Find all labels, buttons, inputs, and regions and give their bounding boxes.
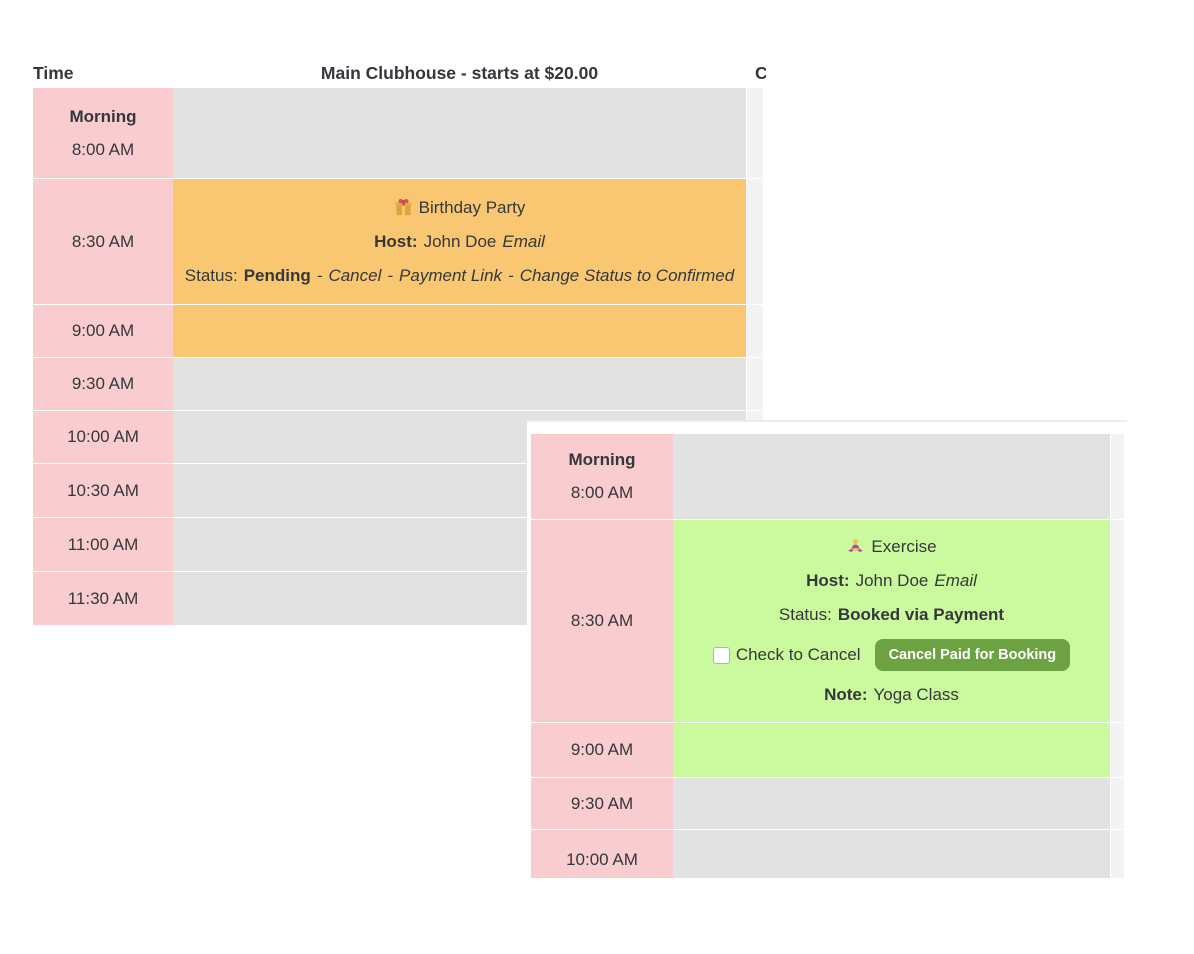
next-venue-stub-cell [1111, 778, 1124, 829]
note-label: Note: [824, 685, 868, 704]
event-exercise-continuation [673, 723, 1110, 777]
time-label: 10:30 AM [67, 480, 139, 500]
check-to-cancel-label: Check to Cancel [735, 645, 861, 664]
next-venue-stub-cell [1111, 830, 1124, 878]
schedule-header-row: Time Main Clubhouse - starts at $20.00 C [33, 59, 766, 88]
time-cell-9-30: 9:30 AM [531, 778, 673, 829]
next-venue-stub-cell [747, 358, 763, 410]
event-cancel-line: Check to Cancel Cancel Paid for Booking [712, 639, 1071, 671]
time-label: 9:00 AM [71, 321, 135, 340]
event-note-line: Note: Yoga Class [824, 685, 959, 705]
slot-9-30-empty[interactable] [173, 358, 746, 410]
event-birthday-party-continuation [173, 305, 746, 357]
time-cell-8-30: 8:30 AM [531, 520, 673, 722]
host-name: John Doe [423, 231, 497, 251]
cancel-paid-booking-button[interactable]: Cancel Paid for Booking [874, 639, 1071, 671]
period-label: Morning [69, 106, 137, 126]
check-to-cancel-checkbox[interactable] [712, 646, 730, 664]
change-status-to-confirmed-link[interactable]: Change Status to Confirmed [519, 265, 735, 285]
row-9-30: 9:30 AM [531, 778, 1127, 829]
host-label: Host: [374, 231, 418, 251]
event-exercise: Exercise Host: John Doe Email Status: Bo… [673, 520, 1110, 722]
email-link[interactable]: Email [502, 231, 545, 251]
status-label: Status: [778, 605, 832, 624]
next-venue-stub-cell [747, 88, 763, 178]
event-title-line: Exercise [846, 537, 937, 557]
event-title-line: Birthday Party [394, 197, 526, 218]
slot-8-00-empty[interactable] [673, 434, 1110, 519]
next-venue-stub-cell [1111, 723, 1124, 777]
schedule-table-overlay: Morning 8:00 AM 8:30 AM Exercise H [527, 420, 1127, 878]
row-8-00: Morning 8:00 AM [531, 434, 1127, 519]
slot-10-00-empty[interactable] [673, 830, 1110, 878]
time-cell-9-00: 9:00 AM [33, 305, 173, 357]
host-name: John Doe [855, 571, 929, 590]
event-host-line: Host: John Doe Email [806, 571, 977, 591]
time-cell-morning-8-00: Morning 8:00 AM [531, 434, 673, 519]
separator: - [508, 265, 514, 285]
row-10-00: 10:00 AM [531, 830, 1127, 878]
gift-icon [394, 198, 413, 217]
person-in-lotus-icon [846, 538, 865, 557]
time-label: 9:00 AM [570, 740, 634, 759]
note-value: Yoga Class [873, 685, 959, 704]
host-label: Host: [806, 571, 850, 590]
status-value: Booked via Payment [837, 605, 1005, 624]
next-venue-stub-cell [747, 305, 763, 357]
next-venue-stub-cell [1111, 520, 1124, 722]
time-cell-8-30: 8:30 AM [33, 179, 173, 304]
next-venue-column-header-clipped: C [755, 63, 766, 83]
event-title: Exercise [871, 537, 937, 556]
time-label: 8:00 AM [570, 483, 634, 502]
time-label: 8:30 AM [570, 611, 634, 630]
time-cell-11-00: 11:00 AM [33, 518, 173, 571]
time-label: 8:00 AM [71, 139, 135, 159]
payment-link[interactable]: Payment Link [399, 265, 503, 285]
slot-8-00-empty[interactable] [173, 88, 746, 178]
time-cell-9-30: 9:30 AM [33, 358, 173, 410]
time-label: 9:30 AM [570, 793, 634, 813]
next-venue-stub-cell [1111, 434, 1124, 519]
time-cell-10-30: 10:30 AM [33, 464, 173, 517]
next-venue-stub-cell [747, 179, 763, 304]
email-link[interactable]: Email [934, 571, 977, 590]
time-label: 11:00 AM [67, 534, 139, 554]
time-label: 10:00 AM [67, 427, 139, 446]
slot-9-30-empty[interactable] [673, 778, 1110, 829]
event-status-line: Status: Booked via Payment [779, 605, 1004, 625]
row-8-30: 8:30 AM Exercise Host: John Doe Email St… [531, 520, 1127, 722]
time-cell-11-30: 11:30 AM [33, 572, 173, 625]
row-8-30: 8:30 AM Birthday Party Host: John Doe Em… [33, 179, 766, 304]
venue-column-header: Main Clubhouse - starts at $20.00 [320, 63, 599, 83]
separator: - [387, 265, 394, 285]
row-8-00: Morning 8:00 AM [33, 88, 766, 178]
separator: - [316, 265, 323, 285]
event-birthday-party: Birthday Party Host: John Doe Email Stat… [173, 179, 746, 304]
time-cell-morning-8-00: Morning 8:00 AM [33, 88, 173, 178]
row-9-30: 9:30 AM [33, 358, 766, 410]
time-cell-10-00: 10:00 AM [531, 830, 673, 878]
time-label: 8:30 AM [71, 231, 135, 251]
time-label: 11:30 AM [67, 588, 139, 608]
status-value: Pending [243, 265, 311, 285]
row-9-00: 9:00 AM [531, 723, 1127, 777]
time-cell-9-00: 9:00 AM [531, 723, 673, 777]
event-title: Birthday Party [418, 197, 526, 217]
event-status-line: Status: Pending - Cancel - Payment Link … [185, 266, 734, 286]
event-host-line: Host: John Doe Email [374, 232, 545, 252]
status-label: Status: [184, 265, 238, 285]
time-cell-10-00: 10:00 AM [33, 411, 173, 463]
schedule-table-main-clubhouse: Time Main Clubhouse - starts at $20.00 C… [33, 59, 766, 626]
time-column-header: Time [33, 63, 74, 83]
time-label: 10:00 AM [566, 850, 638, 869]
cancel-link[interactable]: Cancel [328, 265, 382, 285]
row-9-00: 9:00 AM [33, 305, 766, 357]
period-label: Morning [568, 450, 636, 469]
time-label: 9:30 AM [71, 374, 135, 393]
schedule-table-right: Morning 8:00 AM 8:30 AM Exercise H [531, 434, 1127, 878]
